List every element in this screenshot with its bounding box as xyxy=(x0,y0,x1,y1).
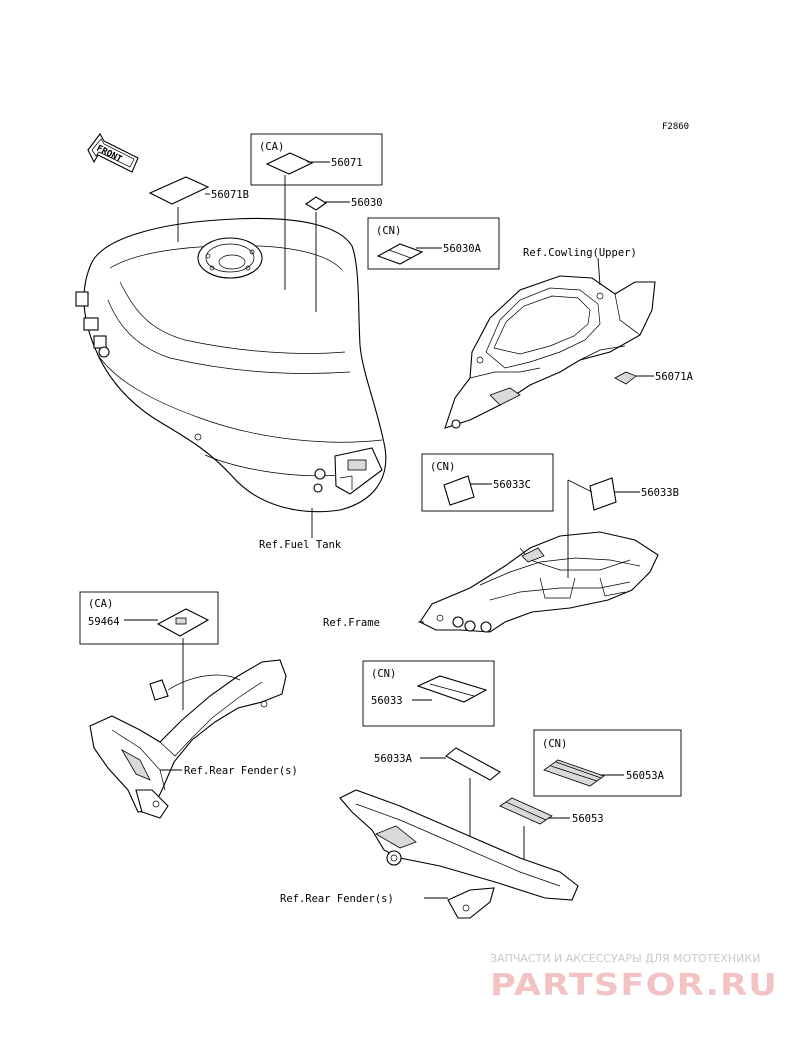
watermark-caption: ЗАПЧАСТИ И АКСЕССУАРЫ ДЛЯ МОТОТЕХНИКИ xyxy=(490,952,760,965)
label-sticker-56033C xyxy=(443,475,475,506)
label-sticker-56071 xyxy=(265,152,314,175)
part-number-56071: 56071 xyxy=(331,157,363,169)
ref-fuel-tank: Ref.Fuel Tank xyxy=(259,539,342,551)
part-number-56053A: 56053A xyxy=(626,770,665,782)
ref-rear-fender-2: Ref.Rear Fender(s) xyxy=(280,893,394,905)
part-number-56071B: 56071B xyxy=(211,189,249,201)
label-sticker-56071B xyxy=(148,176,210,205)
frame-drawing xyxy=(419,531,659,633)
part-number-56033: 56033 xyxy=(371,695,403,707)
label-sticker-56071A xyxy=(614,371,637,385)
part-number-56033C: 56033C xyxy=(493,479,531,491)
ref-frame: Ref.Frame xyxy=(323,617,380,629)
part-number-56030: 56030 xyxy=(351,197,383,209)
part-number-56071A: 56071A xyxy=(655,371,694,383)
watermark-logo: PARTSFOR.RU xyxy=(490,968,778,1003)
label-sticker-56033A xyxy=(445,747,501,781)
part-number-56033B: 56033B xyxy=(641,487,679,499)
cn-box-56033C xyxy=(421,453,554,512)
label-sticker-56033B xyxy=(589,477,617,511)
part-number-59464: 59464 xyxy=(88,616,120,628)
ca-box-56071 xyxy=(250,133,383,186)
cn-tag-56033: (CN) xyxy=(371,668,396,680)
part-number-56053: 56053 xyxy=(572,813,604,825)
ca-tag-56071: (CA) xyxy=(259,141,284,153)
ref-cowling-upper: Ref.Cowling(Upper) xyxy=(523,247,637,259)
part-number-56033A: 56033A xyxy=(374,753,413,765)
cn-tag-56030A: (CN) xyxy=(376,225,401,237)
rear-fender-right-drawing xyxy=(339,789,579,919)
cn-box-56030A xyxy=(367,217,500,270)
fuel-tank-drawing xyxy=(75,217,387,513)
label-sticker-56030 xyxy=(304,196,328,211)
ca-box-59464 xyxy=(79,591,219,645)
ca-tag-59464: (CA) xyxy=(88,598,113,610)
cn-box-56033 xyxy=(362,660,495,727)
rear-fender-left-drawing xyxy=(89,659,287,819)
label-sticker-56033 xyxy=(416,675,488,703)
figure-id: F2860 xyxy=(662,122,689,132)
part-number-56030A: 56030A xyxy=(443,243,482,255)
label-sticker-56053A xyxy=(543,759,605,787)
cn-tag-56053A: (CN) xyxy=(542,738,567,750)
front-arrow-icon: FRONT xyxy=(87,133,139,173)
cn-box-56053A xyxy=(533,729,682,797)
cowling-upper-drawing xyxy=(444,275,656,429)
ref-rear-fender-1: Ref.Rear Fender(s) xyxy=(184,765,298,777)
cn-tag-56033C: (CN) xyxy=(430,461,455,473)
